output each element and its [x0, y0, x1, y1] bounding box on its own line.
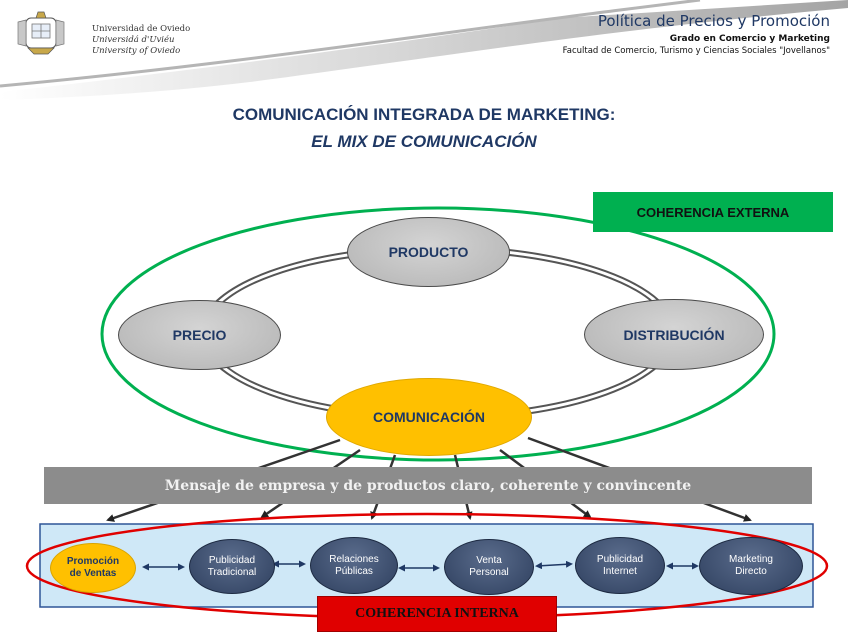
tool-line: Personal — [469, 567, 509, 578]
slide-subtitle: EL MIX DE COMUNICACIÓN — [311, 132, 537, 151]
coherencia-interna-label: COHERENCIA INTERNA — [317, 596, 557, 632]
slide-title: COMUNICACIÓN INTEGRADA DE MARKETING: — [232, 105, 616, 124]
university-name-en: University of Oviedo — [92, 46, 181, 56]
header-swoosh — [0, 0, 848, 100]
university-name-ast: Universidá d'Uviéu — [92, 35, 175, 45]
tool-line: Publicidad — [596, 553, 644, 565]
course-title: Política de Precios y Promoción — [597, 12, 830, 30]
tool-line: Tradicional — [207, 566, 257, 578]
tool-line: Marketing — [729, 554, 773, 565]
node-producto: PRODUCTO — [347, 217, 510, 287]
coherencia-externa-ellipse — [100, 206, 776, 462]
faculty-name: Facultad de Comercio, Turismo y Ciencias… — [562, 46, 830, 56]
tool-line: Internet — [603, 565, 637, 577]
tools-panel — [39, 523, 814, 608]
node-comunicacion: COMUNICACIÓN — [326, 378, 532, 456]
tool-line: Públicas — [335, 565, 373, 577]
tool-line: Directo — [735, 566, 767, 577]
tool-line: Publicidad — [208, 554, 256, 566]
university-name-es: Universidad de Oviedo — [92, 24, 191, 34]
node-precio: PRECIO — [118, 300, 281, 370]
university-crest-icon — [17, 11, 65, 55]
degree-name: Grado en Comercio y Marketing — [669, 34, 830, 44]
tool-line: Venta — [476, 555, 502, 566]
tool-connectors — [142, 560, 699, 572]
node-distribucion: DISTRIBUCIÓN — [584, 299, 764, 370]
message-banner: Mensaje de empresa y de productos claro,… — [44, 467, 812, 504]
header-swoosh-line — [0, 0, 701, 88]
tool-line: Promoción — [66, 556, 120, 567]
tool-line: Relaciones — [329, 553, 379, 565]
tool-line: de Ventas — [69, 568, 117, 579]
coherencia-externa-label: COHERENCIA EXTERNA — [593, 192, 833, 232]
